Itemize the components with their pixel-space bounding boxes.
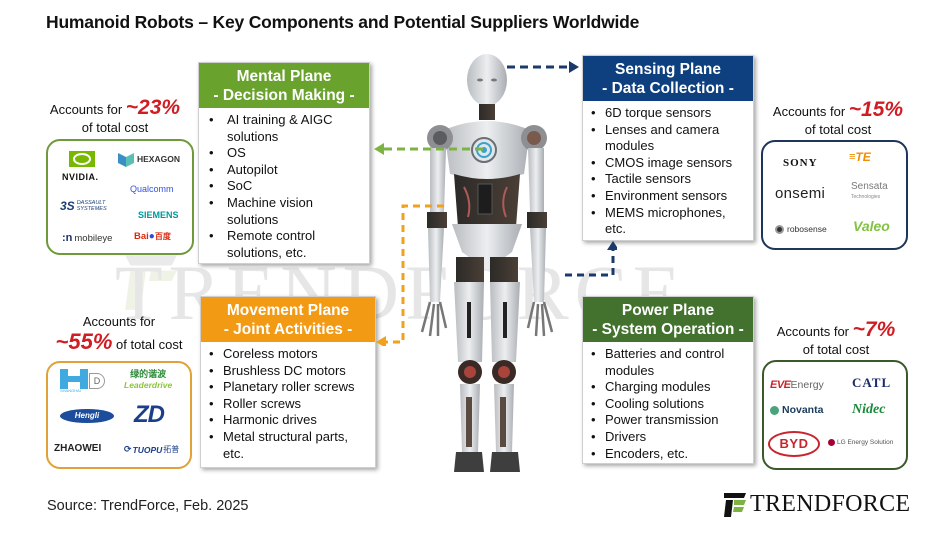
page-title: Humanoid Robots – Key Components and Pot… — [46, 12, 640, 32]
trendforce-watermark-logo-icon — [125, 255, 177, 310]
mental-connector-arrow — [374, 143, 485, 155]
supplier-logo-mobileye: :n mobileye — [62, 232, 113, 244]
component-item: Cooling solutions — [591, 396, 745, 413]
component-item: Environment sensors — [591, 188, 745, 205]
trendforce-brand-logo: TRENDFORCE — [724, 491, 910, 518]
sensing-plane-heading: Sensing Plane - Data Collection - — [583, 56, 753, 101]
supplier-logo-nvidia: NVIDIA. — [62, 151, 99, 182]
component-item: Charging modules — [591, 379, 745, 396]
component-item: Brushless DC motors — [209, 363, 367, 380]
mental-suppliers-box: NVIDIA. HEXAGON Qualcomm 3S DASSAULT SYS… — [46, 139, 194, 255]
sensing-plane-components: 6D torque sensors Lenses and camera modu… — [583, 101, 753, 244]
tuopu-mark-icon: ⟳ — [124, 444, 132, 454]
hd-mark-icon: SHANGHAI — [60, 369, 88, 393]
supplier-logo-nidec: Nidec — [852, 402, 886, 417]
supplier-logo-catl: CATL — [852, 375, 892, 390]
supplier-logo-tuopu: ⟳ TUOPU 拓普 — [124, 444, 180, 455]
lg-mark-icon — [828, 439, 835, 446]
component-item: Coreless motors — [209, 346, 367, 363]
cost-percentage: ~55% — [55, 329, 113, 354]
supplier-logo-leaderdrive: 绿的谐波 Leaderdrive — [124, 369, 173, 390]
trendforce-mark-icon — [724, 492, 746, 517]
supplier-logo-te: ≡ TE — [849, 150, 871, 164]
mental-plane-box: Mental Plane - Decision Making - AI trai… — [198, 62, 370, 264]
supplier-logo-onsemi: onsemi — [775, 185, 826, 202]
supplier-logo-qualcomm: Qualcomm — [130, 184, 174, 194]
humanoid-robot-illustration — [420, 54, 554, 472]
component-item: Batteries and control modules — [591, 346, 745, 379]
supplier-logo-novanta: Novanta — [770, 404, 823, 416]
supplier-logo-dassault: 3S DASSAULT SYSTEMES — [60, 199, 107, 213]
mental-plane-components: AI training & AIGC solutions OS Autopilo… — [199, 108, 369, 267]
movement-suppliers-box: SHANGHAI D 绿的谐波 Leaderdrive Hengli ZD ZH… — [46, 361, 192, 469]
component-item: Drivers — [591, 429, 745, 446]
supplier-logo-siemens: SIEMENS — [138, 210, 179, 220]
supplier-logo-zd: ZD — [134, 401, 165, 428]
cost-percentage: ~7% — [852, 318, 896, 341]
component-item: Encoders, etc. — [591, 446, 745, 463]
supplier-logo-valeo: Valeo — [853, 218, 890, 234]
power-cost-share: Accounts for ~7% of total cost — [776, 318, 896, 357]
component-item: AI training & AIGC solutions — [207, 112, 361, 145]
component-item: MEMS microphones, etc. — [591, 205, 745, 238]
supplier-logo-byd: BYD — [768, 431, 820, 457]
nvidia-eye-icon — [69, 151, 96, 167]
sensing-plane-box: Sensing Plane - Data Collection - 6D tor… — [582, 55, 754, 241]
power-connector-arrow — [565, 241, 617, 277]
movement-cost-share: Accounts for ~55% of total cost — [55, 314, 183, 354]
component-item: Machine vision solutions — [207, 195, 361, 228]
component-item: Autopilot — [207, 162, 361, 179]
power-suppliers-box: EVEEnergy CATL Novanta Nidec BYD LG Ener… — [762, 360, 908, 470]
movement-plane-box: Movement Plane - Joint Activities - Core… — [200, 296, 376, 468]
cost-percentage: ~15% — [848, 98, 904, 121]
sensing-cost-share: Accounts for ~15% of total cost — [772, 98, 904, 137]
sensing-suppliers-box: SONY ≡ TE onsemi Sensata Technologies ro… — [761, 140, 908, 250]
component-item: OS — [207, 145, 361, 162]
component-item: SoC — [207, 178, 361, 195]
movement-plane-heading: Movement Plane - Joint Activities - — [201, 297, 375, 342]
supplier-logo-lg-energy: LG Energy Solution — [828, 439, 893, 446]
component-item: Lenses and camera modules — [591, 122, 745, 155]
movement-plane-components: Coreless motors Brushless DC motors Plan… — [201, 342, 375, 468]
novanta-mark-icon — [770, 405, 779, 415]
supplier-logo-hd: SHANGHAI D — [60, 369, 105, 393]
supplier-logo-zhaowei: ZHAOWEI — [54, 443, 102, 454]
3ds-mark-icon: 3S — [60, 199, 75, 213]
hexagon-mark-icon — [118, 153, 134, 167]
supplier-logo-baidu: Bai ● 百度 — [134, 231, 171, 242]
supplier-logo-robosense: robosense — [775, 224, 827, 234]
mental-cost-share: Accounts for ~23% of total cost — [49, 96, 181, 135]
component-item: Roller screws — [209, 396, 367, 413]
mobileye-mark-icon: :n — [62, 232, 73, 244]
mental-plane-heading: Mental Plane - Decision Making - — [199, 63, 369, 108]
movement-connector-arrow — [376, 204, 444, 346]
component-item: Remote control solutions, etc. — [207, 228, 361, 261]
supplier-logo-hengli: Hengli — [60, 409, 114, 423]
component-item: Harmonic drives — [209, 412, 367, 429]
component-item: Power transmission — [591, 412, 745, 429]
component-item: Tactile sensors — [591, 171, 745, 188]
power-plane-components: Batteries and control modules Charging m… — [583, 342, 753, 468]
robosense-mark-icon — [775, 224, 784, 234]
supplier-logo-eve-energy: EVEEnergy — [770, 379, 824, 391]
source-note: Source: TrendForce, Feb. 2025 — [47, 498, 249, 514]
component-item: Planetary roller screws — [209, 379, 367, 396]
supplier-logo-sensata: Sensata Technologies — [851, 181, 888, 201]
supplier-logo-hexagon: HEXAGON — [118, 151, 180, 167]
cost-percentage: ~23% — [125, 96, 181, 119]
component-item: 6D torque sensors — [591, 105, 745, 122]
sensing-connector-arrow — [507, 61, 579, 73]
supplier-logo-sony: SONY — [783, 157, 818, 169]
component-item: CMOS image sensors — [591, 155, 745, 172]
te-stripes-icon: ≡ — [849, 151, 856, 163]
power-plane-box: Power Plane - System Operation - Batteri… — [582, 296, 754, 464]
power-plane-heading: Power Plane - System Operation - — [583, 297, 753, 342]
baidu-paw-icon: ● — [148, 231, 155, 242]
component-item: Metal structural parts, etc. — [209, 429, 367, 462]
